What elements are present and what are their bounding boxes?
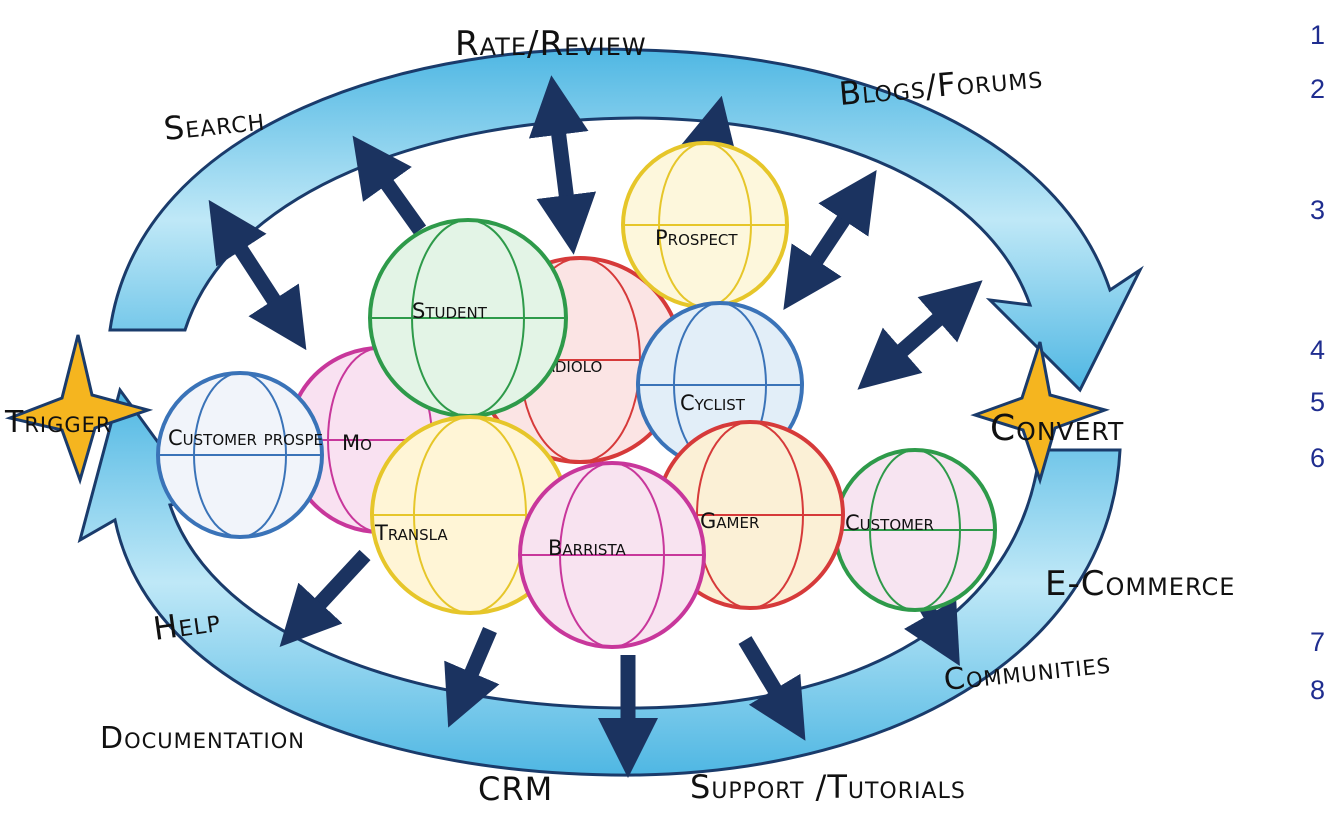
globe-customer: Customer (833, 448, 997, 612)
globe-label-prospect: Prospect (655, 226, 738, 250)
arrow-documentation (444, 627, 500, 728)
side-number-5: 5 (1310, 387, 1326, 417)
trigger-star (4, 334, 154, 485)
arrow-rate-review (528, 75, 597, 255)
label-documentation: Documentation (100, 721, 305, 756)
globe-label-customer: Customer (845, 511, 934, 535)
label-convert: Convert (990, 408, 1124, 449)
globe-barrista: Barrista (518, 461, 706, 649)
label-blogs-forums: Blogs/Forums (837, 57, 1044, 113)
globe-label-barrista: Barrista (548, 536, 626, 560)
cycle-labels: Rate/Review Search Blogs/Forums Trigger … (4, 24, 1235, 808)
globes: Radiolo Prospect Mo Student (156, 141, 997, 649)
globe-prospect: Prospect (621, 141, 789, 309)
arrow-support (738, 636, 806, 741)
globe-label-customer-prospect: Customer prospe (168, 426, 323, 450)
side-number-1: 1 (1310, 20, 1326, 50)
globe-label-cyclist: Cyclist (680, 391, 746, 415)
arrow-convert-left (857, 280, 983, 390)
side-number-3: 3 (1310, 195, 1326, 225)
globe-label-gamer: Gamer (700, 509, 759, 533)
arrow-search (352, 135, 427, 235)
label-help: Help (151, 601, 223, 648)
side-number-2: 2 (1310, 74, 1326, 104)
side-number-7: 7 (1310, 627, 1326, 657)
label-support-tutorials: Support /Tutorials (690, 768, 966, 806)
side-number-list: 1 2 3 4 5 6 7 8 (1310, 0, 1336, 818)
arrow-help (279, 549, 371, 647)
globe-label-student: Student (412, 299, 488, 323)
globe-customer-prospect: Customer prospe (156, 371, 324, 539)
label-rate-review: Rate/Review (455, 24, 647, 64)
globe-label-translator: Transla (374, 521, 448, 545)
customer-journey-diagram: Radiolo Prospect Mo Student (4, 24, 1235, 808)
side-number-4: 4 (1310, 335, 1326, 365)
side-number-8: 8 (1310, 675, 1326, 705)
ring-top-band (108, 47, 1144, 393)
arrow-trigger-left (208, 199, 307, 351)
ring-bottom-band (77, 386, 1122, 777)
arrow-blogs-right (783, 170, 877, 310)
side-number-6: 6 (1310, 443, 1326, 473)
globe-student: Student (368, 218, 568, 418)
label-trigger: Trigger (4, 405, 112, 440)
convert-star (970, 341, 1110, 486)
label-e-commerce: E-Commerce (1045, 564, 1235, 604)
label-crm: CRM (478, 770, 553, 808)
globe-label-mom: Mo (342, 431, 372, 455)
